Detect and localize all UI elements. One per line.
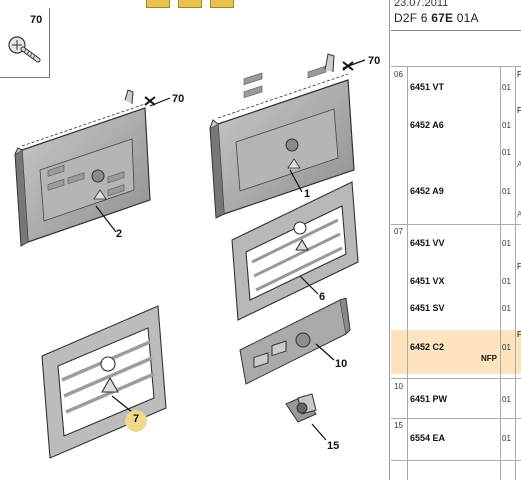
clipped-column-text: A [517, 160, 521, 169]
callout-highlight [125, 410, 147, 432]
part-quantity: 01 [502, 121, 511, 130]
part-number[interactable]: 6451 VV [410, 238, 445, 248]
part-number[interactable]: 6452 A6 [410, 120, 444, 130]
header-divider [391, 30, 521, 31]
toolbar-tool-icon[interactable] [210, 0, 234, 8]
part-number[interactable]: 6451 VX [410, 276, 445, 286]
frame-7 [41, 305, 167, 459]
part-quantity: 01 [502, 83, 511, 92]
part-number[interactable]: 6452 C2 [410, 342, 445, 352]
part-number[interactable]: 6451 SV [410, 303, 445, 313]
catalog-reference: D2F 6 67E 01A [394, 11, 479, 25]
group-separator [391, 66, 521, 67]
knob-module-15 [285, 393, 317, 423]
button-strip-10 [239, 297, 351, 385]
clipped-column-text: F [517, 262, 521, 271]
part-quantity: 01 [502, 277, 511, 286]
parts-table: 23.07.2011 D2F 6 67E 01A 06 6451 VT 01 6… [391, 0, 521, 480]
group-code: 07 [394, 227, 403, 236]
group-code: 10 [394, 382, 403, 391]
group-separator [391, 224, 521, 225]
part-number[interactable]: 6452 A9 [410, 186, 444, 196]
callout-70-left[interactable]: 70 [172, 93, 185, 105]
catalog-ref-bold: 67E [431, 11, 454, 25]
group-code: 06 [394, 70, 403, 79]
column-divider [407, 66, 408, 480]
callout-2[interactable]: 2 [116, 228, 123, 240]
callout-7[interactable]: 7 [133, 413, 140, 425]
callout-10[interactable]: 10 [335, 358, 348, 370]
part-number[interactable]: 6451 VT [410, 82, 445, 92]
toolbar-tool-icon[interactable] [146, 0, 170, 8]
catalog-ref-suffix: 01A [453, 11, 479, 25]
part-quantity: 01 [502, 148, 511, 157]
callout-1[interactable]: 1 [304, 188, 311, 200]
clipped-column-text: F [517, 106, 521, 115]
part-quantity: 01 [502, 239, 511, 248]
parts-diagram: 70 [0, 0, 390, 480]
part-number[interactable]: 6451 PW [410, 394, 448, 404]
group-separator [391, 378, 521, 379]
catalog-date: 23.07.2011 [394, 0, 449, 8]
frame-6 [231, 181, 359, 321]
column-divider [500, 66, 501, 480]
group-code: 15 [394, 421, 403, 430]
part-quantity: 01 [502, 395, 511, 404]
highlighted-row [391, 330, 521, 374]
group-separator [391, 418, 521, 419]
toolbar-tool-icon[interactable] [178, 0, 202, 8]
part-quantity: 01 [502, 187, 511, 196]
part-quantity: 01 [502, 343, 511, 352]
screw-inset-box [0, 8, 50, 78]
screw-icon [8, 36, 41, 63]
column-divider [515, 66, 516, 480]
catalog-ref-prefix: D2F 6 [394, 11, 432, 25]
diagram-drawing [8, 36, 366, 459]
screw-callout-label: 70 [30, 14, 43, 26]
part-quantity: 01 [502, 434, 511, 443]
control-panel-1 [209, 53, 355, 219]
part-number[interactable]: 6554 EA [410, 433, 446, 443]
cross-markers [144, 61, 354, 106]
callout-15[interactable]: 15 [327, 440, 340, 452]
clipped-column-text: F [517, 330, 521, 339]
callout-6[interactable]: 6 [319, 291, 326, 303]
nfp-badge: NFP [481, 354, 497, 363]
clipped-column-text: F [517, 70, 521, 79]
callout-70-top[interactable]: 70 [368, 55, 381, 67]
control-panel-2 [14, 89, 151, 247]
clipped-column-text: A [517, 210, 521, 219]
part-quantity: 01 [502, 304, 511, 313]
group-separator [391, 460, 521, 461]
